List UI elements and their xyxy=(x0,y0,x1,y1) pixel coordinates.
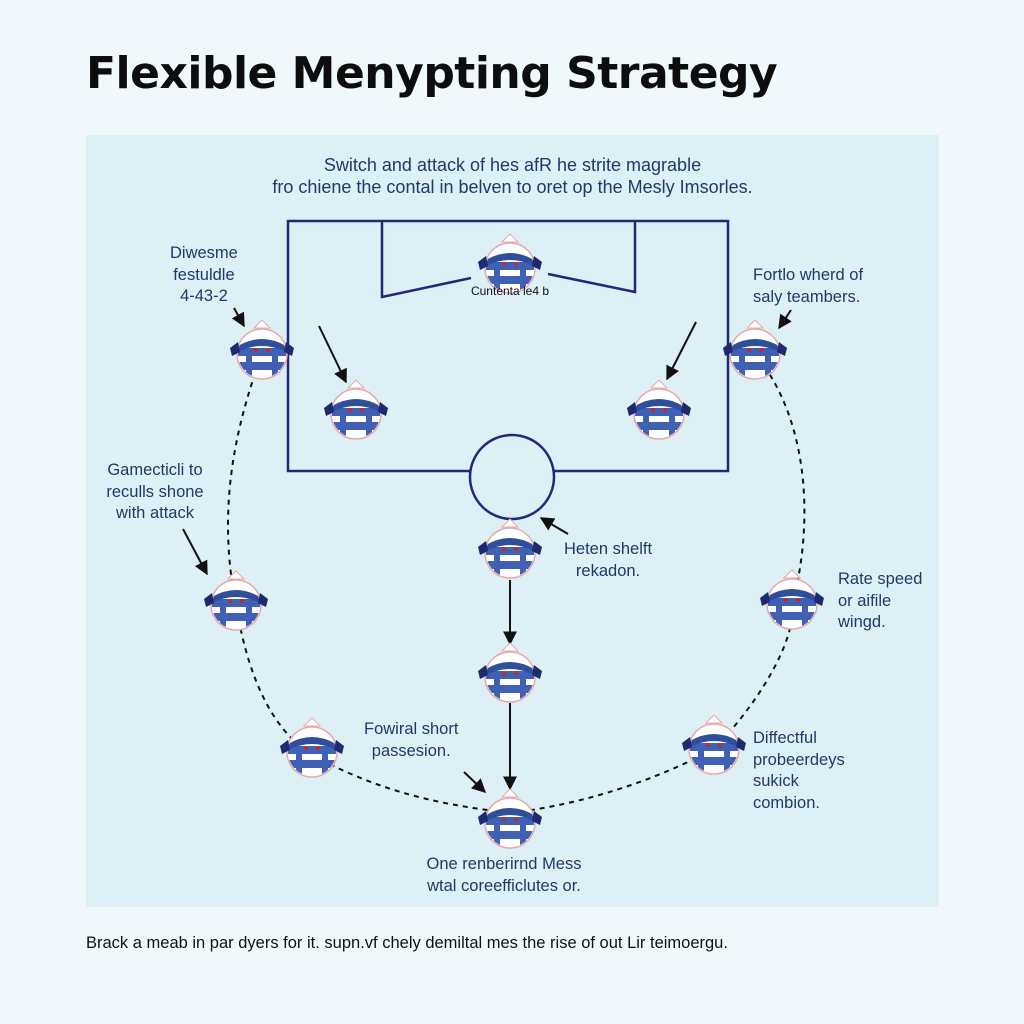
label-top-left: Diwesme festuldle 4-43-2 xyxy=(170,244,238,305)
player-left-back-icon xyxy=(280,718,344,777)
label-right-mid: Rate speed or aifile wingd. xyxy=(838,570,923,631)
player-inner-left-icon xyxy=(324,380,388,439)
goal-area-label: Cuntenta le4 b xyxy=(471,284,549,298)
player-left-forward-icon xyxy=(230,320,294,379)
label-center: Heten shelft rekadon. xyxy=(564,540,653,580)
diagram-subtitle-line-1: Switch and attack of hes afR he strite m… xyxy=(323,155,702,175)
players xyxy=(204,234,824,848)
player-central-mid-icon xyxy=(478,643,542,702)
page-caption: Brack a meab in par dyers for it. supn.v… xyxy=(86,934,728,952)
label-mid-left: Gamecticli to reculls shone with attack xyxy=(106,461,204,522)
label-bottom: One renberirnd Mess wtal coreefficlutes … xyxy=(426,855,582,895)
page-title: Flexible Menypting Strategy xyxy=(86,48,778,99)
player-right-mid-icon xyxy=(760,570,824,629)
label-lower-left: Fowiral short passesion. xyxy=(364,720,459,760)
player-right-forward-icon xyxy=(723,320,787,379)
movement-arrows xyxy=(182,307,792,793)
goal-area-left-line xyxy=(380,221,472,299)
player-left-mid-icon xyxy=(204,571,268,630)
player-bottom-center-icon xyxy=(478,789,542,848)
pitch xyxy=(286,219,730,521)
diagram-subtitle-line-2: fro chiene the contal in belven to oret … xyxy=(272,177,753,197)
player-inner-right-icon xyxy=(627,380,691,439)
formation-diagram: Cuntenta le4 b xyxy=(182,219,939,907)
player-attacking-mid-icon xyxy=(478,519,542,578)
diagram-panel: Switch and attack of hes afR he strite m… xyxy=(86,135,939,907)
label-top-right: Fortlo wherd of saly teambers. xyxy=(753,266,864,306)
center-circle xyxy=(468,433,556,521)
label-lower-right: Diffectful probeerdeys sukick combion. xyxy=(753,729,845,812)
goal-area-right-line xyxy=(547,221,637,294)
